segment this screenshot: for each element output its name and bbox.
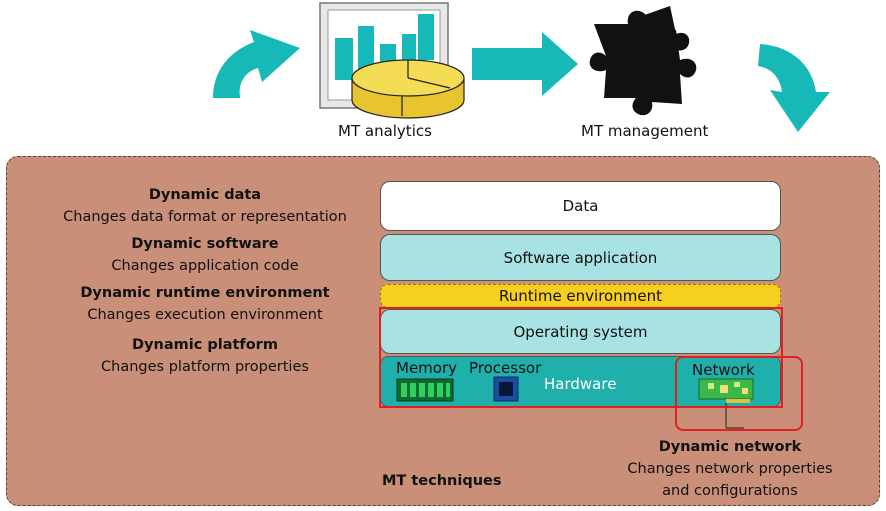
dynamic-data-desc: Dynamic data Changes data format or repr… bbox=[20, 184, 390, 228]
hardware-label: Hardware bbox=[544, 375, 617, 393]
data-layer-label: Data bbox=[562, 197, 599, 215]
memory-label: Memory bbox=[396, 359, 458, 377]
top-graphics bbox=[213, 2, 830, 132]
dynamic-software-heading: Dynamic software bbox=[131, 236, 279, 252]
dynamic-network-heading: Dynamic network bbox=[658, 439, 802, 455]
dynamic-runtime-desc: Dynamic runtime environment Changes exec… bbox=[20, 282, 390, 326]
dynamic-platform-heading: Dynamic platform bbox=[132, 337, 278, 353]
software-layer: Software application bbox=[380, 234, 781, 281]
mt-management-label: MT management bbox=[581, 122, 709, 140]
dynamic-platform-desc: Dynamic platform Changes platform proper… bbox=[20, 334, 390, 378]
network-highlight-box bbox=[675, 356, 803, 431]
curved-arrow-up-icon bbox=[213, 30, 300, 98]
runtime-layer-label: Runtime environment bbox=[499, 287, 662, 305]
mt-techniques-title: MT techniques bbox=[382, 473, 502, 489]
pie-chart-icon bbox=[351, 59, 465, 119]
dynamic-software-desc: Dynamic software Changes application cod… bbox=[20, 233, 390, 277]
runtime-layer: Runtime environment bbox=[380, 284, 781, 308]
data-layer: Data bbox=[380, 181, 781, 231]
dynamic-network-line1: Changes network properties bbox=[627, 461, 833, 477]
os-layer-label: Operating system bbox=[513, 322, 648, 341]
mt-analytics-label: MT analytics bbox=[338, 122, 432, 140]
dynamic-runtime-text: Changes execution environment bbox=[87, 307, 323, 323]
dynamic-software-text: Changes application code bbox=[111, 258, 299, 274]
dynamic-network-desc: Dynamic network Changes network properti… bbox=[600, 436, 860, 502]
arrow-right-icon bbox=[472, 32, 578, 96]
dynamic-network-line2: and configurations bbox=[662, 483, 798, 499]
dynamic-platform-text: Changes platform properties bbox=[101, 359, 309, 375]
network-label: Network bbox=[692, 361, 755, 379]
dynamic-data-heading: Dynamic data bbox=[148, 187, 262, 203]
memory-chip-icon bbox=[396, 378, 454, 402]
dynamic-runtime-heading: Dynamic runtime environment bbox=[80, 285, 330, 301]
processor-chip-icon bbox=[493, 376, 519, 402]
processor-label: Processor bbox=[469, 359, 542, 377]
software-layer-label: Software application bbox=[503, 248, 658, 267]
curved-arrow-down-icon bbox=[758, 44, 830, 132]
os-layer: Operating system bbox=[380, 309, 781, 354]
dynamic-data-text: Changes data format or representation bbox=[63, 209, 347, 225]
puzzle-icon bbox=[589, 6, 697, 116]
